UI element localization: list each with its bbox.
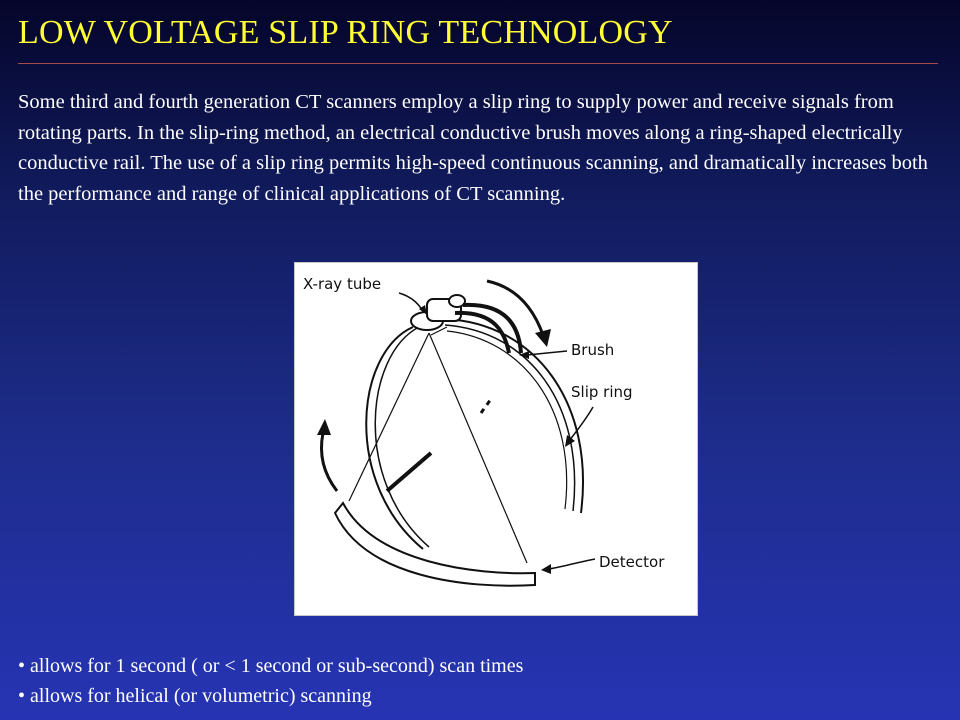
fan-apex [430,326,448,336]
brush-leader [526,350,568,356]
fan-beam-left [348,332,430,502]
ring-right-outer [444,318,584,514]
bullet-list: allows for 1 second ( or < 1 second or s… [18,651,523,711]
slip-ring-diagram-svg: X-ray tube Brush Slip ring Detector [303,275,665,587]
label-brush: Brush [571,341,614,359]
slide-title: LOW VOLTAGE SLIP RING TECHNOLOGY [18,14,673,51]
bullet-item: allows for 1 second ( or < 1 second or s… [18,651,523,681]
fan-beam-right [428,332,528,564]
title-divider [18,63,938,64]
detector-leader-head [541,564,551,574]
detector-leader [548,558,596,570]
dashed-mark [479,398,493,414]
slip-ring-diagram: X-ray tube Brush Slip ring Detector [294,262,698,616]
slip-ring-leader-head [565,435,575,447]
label-xray-tube: X-ray tube [303,275,381,293]
rotation-arrow-top [486,279,545,336]
rotation-arrow-left-head [317,419,331,435]
slide-body-text: Some third and fourth generation CT scan… [18,91,928,205]
slip-ring-leader [568,406,594,442]
xray-tube [410,294,466,331]
cable-1 [454,310,511,354]
xray-tube-leader [398,292,424,312]
bullet-item: allows for helical (or volumetric) scann… [18,681,523,711]
ring-left-inner [374,326,430,548]
label-slip-ring: Slip ring [571,383,633,401]
rotation-arrow-left [320,432,339,492]
brush-leader-head [519,351,529,359]
ring-right-inner [444,324,576,512]
ring-left-outer [365,326,424,550]
xray-tube-leader-head [419,305,427,315]
bar-mark [385,451,433,493]
cable-2 [462,302,523,354]
ring-right-third [446,330,568,510]
rotation-arrow-top-head [535,329,551,347]
label-detector: Detector [599,553,665,571]
detector-arc [333,501,536,587]
